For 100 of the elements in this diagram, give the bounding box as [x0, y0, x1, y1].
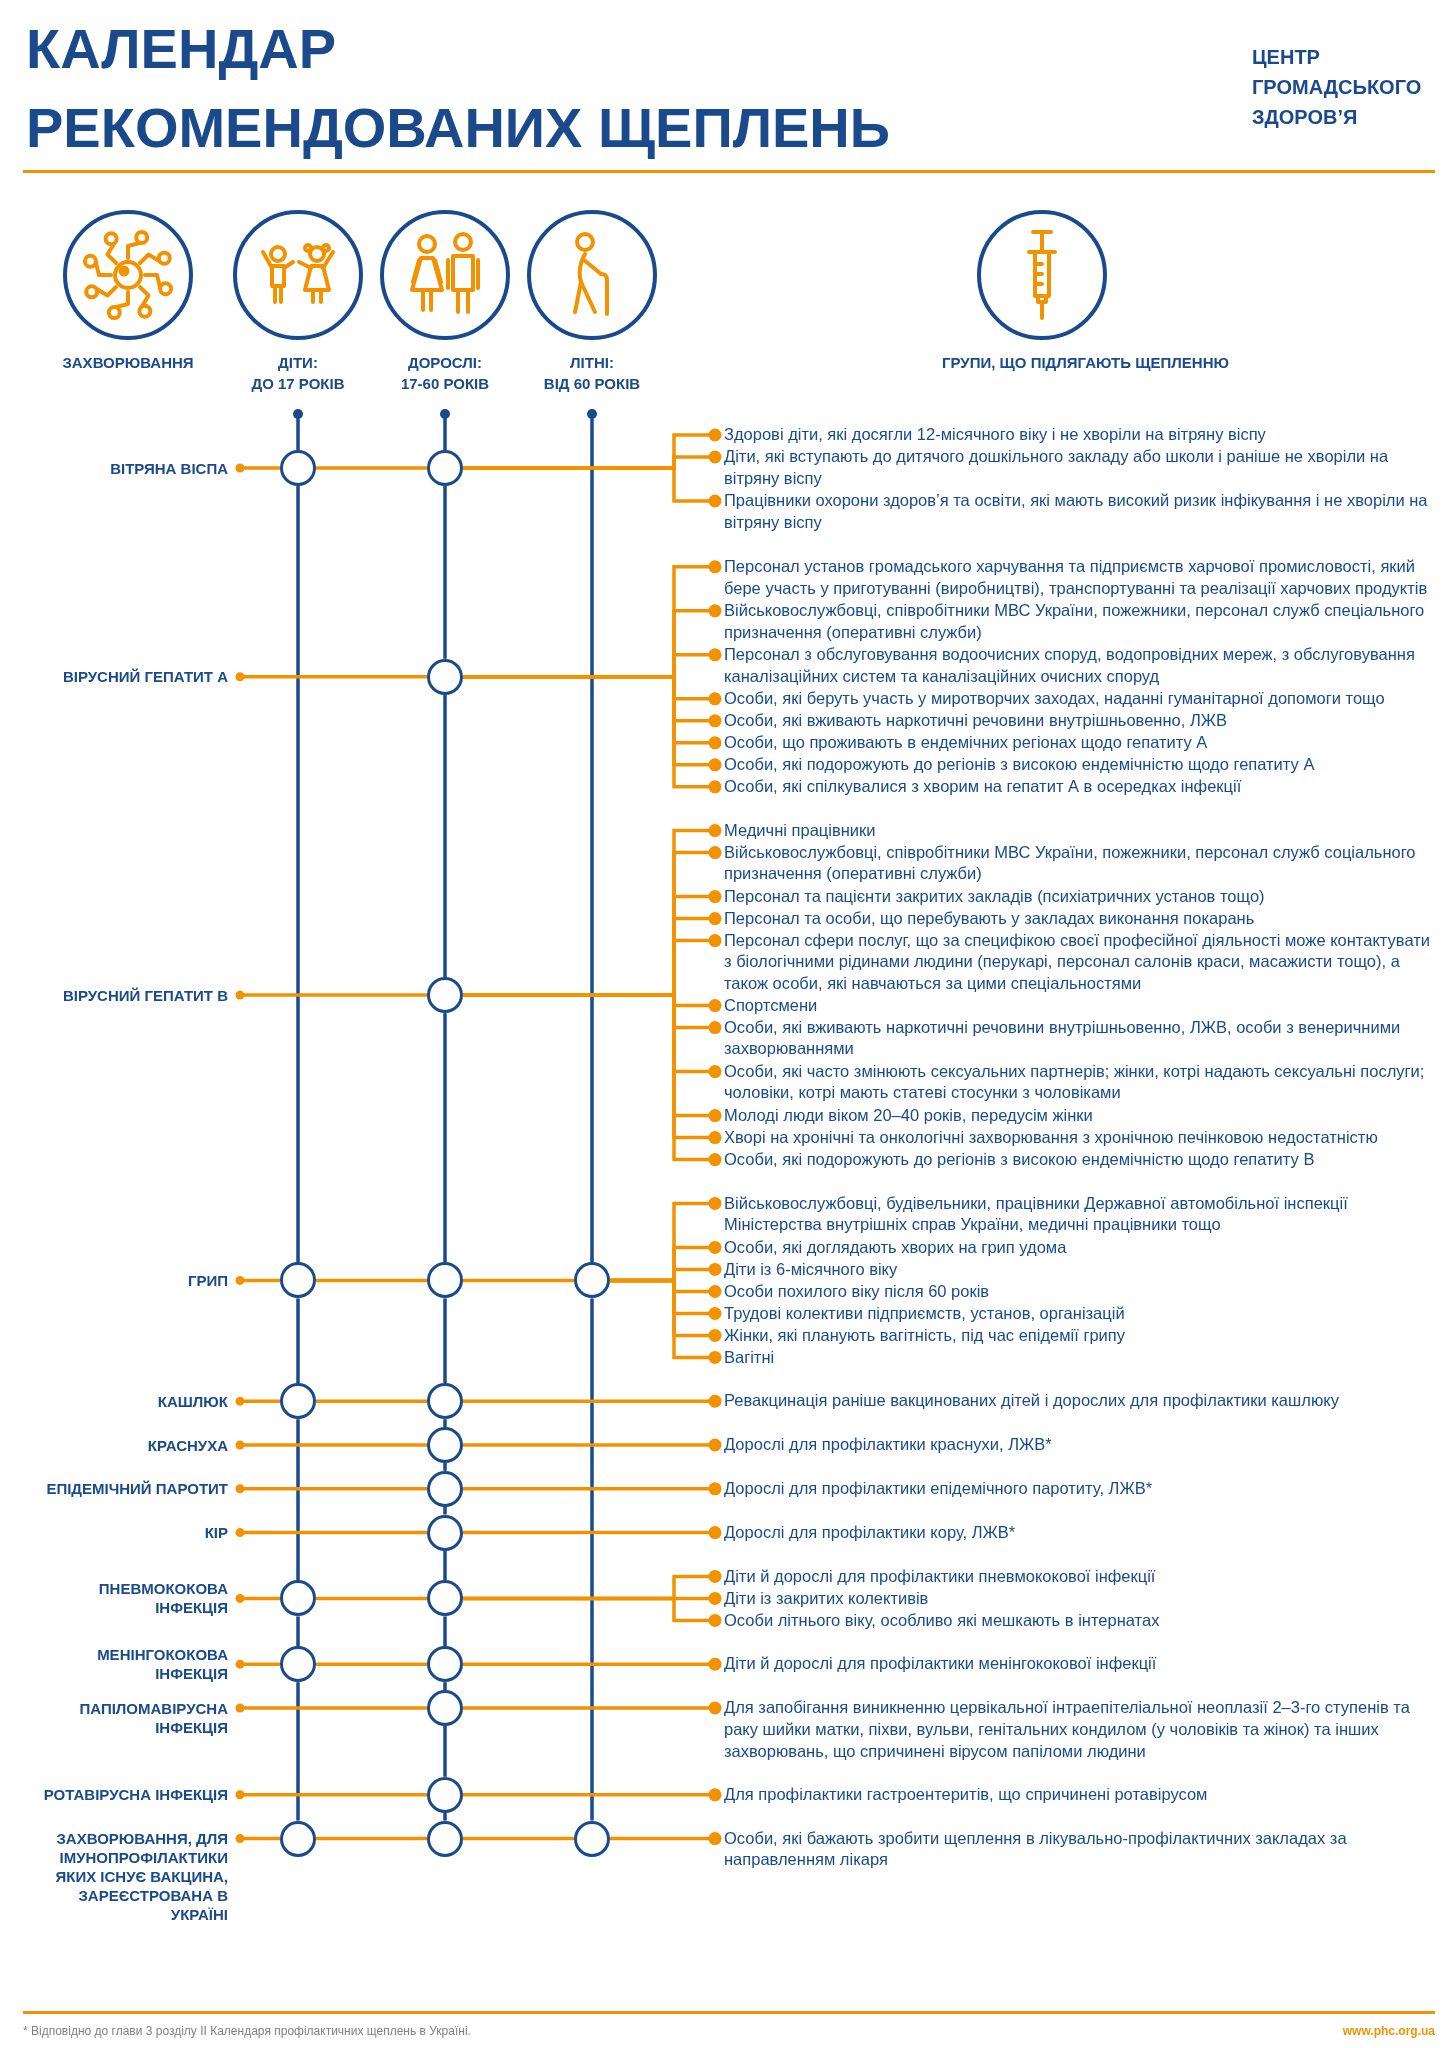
- group-description: Особи, які вживають наркотичні речовини внутрішньовенно, ЛЖВ, особи з венеричними захворюваннями: [724, 1016, 1436, 1061]
- circle-marker: [427, 1776, 463, 1813]
- group-description: Особи літнього віку, особливо які мешкають в інтернатах: [724, 1609, 1436, 1632]
- connector-line: [443, 1726, 447, 1777]
- group-description: Особи, які часто змінюють сексуальних партнерів; жінки, котрі надають сексуальні послуги; чоловіки, котрі мають статеві стосунки з чоловіками: [724, 1060, 1436, 1105]
- group-description: Військовослужбовці, співробітники МВС України, пожежники, персонал служб соціального призначення (оперативні служби): [724, 841, 1436, 886]
- connector-line: [443, 1506, 447, 1515]
- connector-line: [316, 1278, 427, 1283]
- group-description: Дорослі для профілактики кору, ЛЖВ*: [724, 1521, 1436, 1544]
- group-description: Персонал з обслуговування водоочисних споруд, водопровідних мереж, з обслуговування каналізаційних систем та каналізаційних очисних споруд: [724, 643, 1436, 688]
- group-description: Діти із закритих колективів: [724, 1587, 1436, 1610]
- connector-line: [463, 1596, 722, 1627]
- group-description: Персонал та пацієнти закритих закладів (психіатричних установ тощо): [724, 885, 1436, 908]
- connector-line: [296, 1298, 300, 1384]
- group-description: Особи похилого віку після 60 років: [724, 1280, 1436, 1303]
- connector-line: [296, 1616, 300, 1647]
- column-heading: ДОРОСЛІ: 17-60 РОКІВ: [400, 353, 490, 394]
- circle-marker: [427, 1690, 463, 1726]
- connector-line: [443, 486, 447, 659]
- connector-line: [443, 1550, 447, 1581]
- group-description: Персонал сфери послуг, що за специфікою своєї професійної діяльності може контактувати з біологічними рідинами людини (перукарі, персонал салонів краси, масажисти тощо), а також особи, які навчаються за цими спеціальностями: [724, 929, 1436, 996]
- circle-marker: [427, 450, 463, 486]
- disease-label: КІР: [28, 1523, 228, 1543]
- group-description: Персонал та особи, що перебувають у закладах виконання покарань: [724, 907, 1436, 930]
- disease-label: ЕПІДЕМІЧНИЙ ПАРОТИТ: [28, 1479, 228, 1499]
- connector-line: [443, 1419, 447, 1427]
- connector-line: [440, 409, 450, 450]
- connector-line: [443, 1298, 447, 1384]
- circle-marker: [280, 1262, 316, 1299]
- organization-name: ЦЕНТР ГРОМАДСЬКОГО ЗДОРОВ’Я: [1252, 45, 1422, 130]
- connector-line: [463, 675, 722, 794]
- connector-line: [463, 1526, 722, 1540]
- group-description: Медичні працівники: [724, 819, 1436, 842]
- disease-label: ВІРУСНИЙ ГЕПАТИТ В: [28, 985, 228, 1005]
- disease-label: МЕНІНГОКОКОВА ІНФЕКЦІЯ: [28, 1645, 228, 1684]
- connector-line: [235, 1790, 427, 1800]
- connector-line: [463, 1836, 574, 1841]
- circle-marker: [427, 1646, 463, 1683]
- group-description: Діти й дорослі для профілактики менінгококової інфекції: [724, 1653, 1436, 1676]
- connector-line: [316, 466, 427, 470]
- disease-label: ПНЕВМОКОКОВА ІНФЕКЦІЯ: [28, 1579, 228, 1618]
- connector-line: [235, 1484, 427, 1494]
- connector-line: [463, 1701, 722, 1715]
- column-heading: ГРУПИ, ЩО ПІДЛЯГАЮТЬ ЩЕПЛЕННЮ: [942, 353, 1229, 373]
- disease-label: ВІТРЯНА ВІСПА: [28, 458, 228, 478]
- column-heading: ЛІТНІ: ВІД 60 РОКІВ: [543, 353, 641, 394]
- connector-line: [316, 1596, 427, 1601]
- connector-line: [235, 1593, 280, 1603]
- circle-marker: [427, 1427, 463, 1463]
- connector-line: [590, 1298, 594, 1821]
- disease-label: ГРИП: [28, 1270, 228, 1290]
- circle-marker: [427, 977, 463, 1014]
- connector-line: [463, 1438, 722, 1452]
- circle-marker: [280, 1383, 316, 1420]
- disease-label: ВІРУСНИЙ ГЕПАТИТ А: [28, 667, 228, 687]
- connector-line: [443, 1013, 447, 1263]
- connector-line: [463, 1278, 574, 1283]
- circle-marker: [427, 1383, 463, 1420]
- disease-label: КРАСНУХА: [28, 1435, 228, 1455]
- circle-marker: [574, 1262, 610, 1299]
- connector-line: [235, 1834, 280, 1844]
- connector-line: [316, 1399, 427, 1403]
- disease-label: РОТАВІРУСНА ІНФЕКЦІЯ: [28, 1785, 228, 1805]
- group-description: Особи, які подорожують до регіонів з високою ендемічністю щодо гепатиту А: [724, 753, 1436, 776]
- circle-marker: [427, 1470, 463, 1507]
- footnote: * Відповідно до глави 3 розділу II Календаря профілактичних щеплень в Україні.: [23, 2024, 471, 2038]
- connector-line: [587, 409, 597, 1263]
- connector-line: [296, 1682, 300, 1821]
- connector-line: [235, 990, 427, 1000]
- connector-line: [235, 1396, 280, 1406]
- connector-line: [463, 466, 722, 508]
- group-description: Військовослужбовці, будівельники, працівники Державної автомобільної інспекції Міністерства внутрішніх справ України, медичні працівники тощо: [724, 1192, 1436, 1237]
- connector-line: [463, 1482, 722, 1496]
- connector-line: [443, 1812, 447, 1821]
- title: КАЛЕНДАР РЕКОМЕНДОВАНИХ ЩЕПЛЕНЬ: [26, 16, 892, 161]
- group-description: Молоді люди віком 20–40 років, передусім жінки: [724, 1104, 1436, 1127]
- group-description: Хворі на хронічні та онкологічні захворювання з хронічною печінковою недостатністю: [724, 1126, 1436, 1149]
- group-description: Особи, які вживають наркотичні речовини внутрішньовенно, ЛЖВ: [724, 709, 1436, 732]
- group-description: Дорослі для профілактики епідемічного паротиту, ЛЖВ*: [724, 1477, 1436, 1500]
- group-description: Особи, які спілкувалися з хворим на гепатит А в осередках інфекції: [724, 775, 1436, 798]
- connector-line: [235, 672, 427, 682]
- connector-line: [235, 1440, 427, 1450]
- connector-line: [235, 1659, 280, 1669]
- connector-line: [235, 1275, 280, 1285]
- connector-line: [235, 1703, 427, 1713]
- group-description: Жінки, які планують вагітність, під час епідемії грипу: [724, 1324, 1436, 1347]
- connector-line: [443, 694, 447, 978]
- connector-line: [316, 1662, 427, 1666]
- group-description: Особи, які беруть участь у миротворчих заходах, наданні гуманітарної допомоги тощо: [724, 687, 1436, 710]
- group-description: Для запобігання виникненню цервікальної інтраепітеліальної неоплазії 2–3-го ступенів та раку шийки матки, піхви, вульви, генітальних кондилом (у чоловіків та жінок) та інших захворювань, що спричинені вірусом папіломи людини: [724, 1697, 1436, 1763]
- circle-marker: [280, 1820, 316, 1857]
- circle-marker: [574, 1820, 610, 1857]
- connector-line: [610, 1278, 722, 1364]
- connector-line: [443, 1682, 447, 1690]
- group-description: Для профілактики гастроентеритів, що спричинені ротавірусом: [724, 1783, 1436, 1806]
- group-description: Діти й дорослі для профілактики пневмококової інфекції: [724, 1565, 1436, 1588]
- group-description: Військовослужбовці, співробітники МВС України, пожежники, персонал служб спеціального призначення (оперативні служби): [724, 599, 1436, 644]
- circle-marker: [280, 1580, 316, 1617]
- connector-line: [463, 1657, 722, 1671]
- group-description: Спортсмени: [724, 994, 1436, 1017]
